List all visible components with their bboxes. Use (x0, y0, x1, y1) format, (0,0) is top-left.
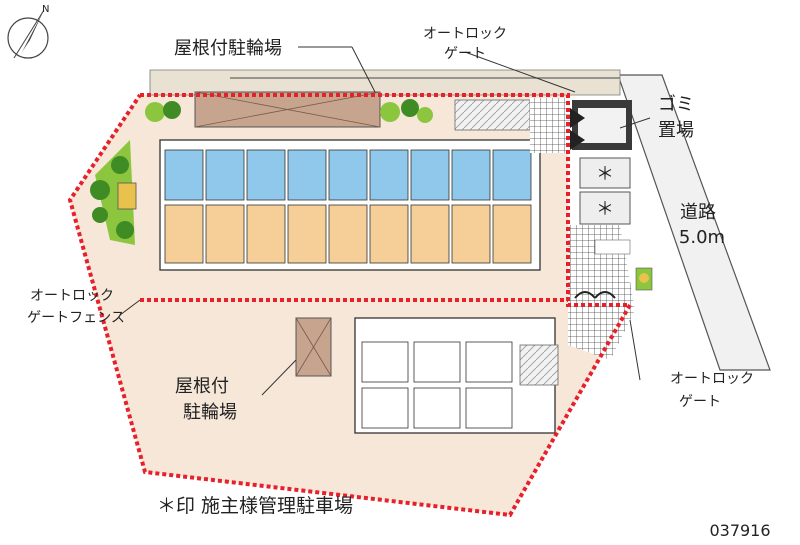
label-autolock-gate-top-1: オートロック (423, 26, 507, 42)
annex-unit-lower (465, 387, 513, 429)
unit-bath (164, 149, 204, 201)
unit-room (410, 204, 450, 264)
unit-bath (246, 149, 286, 201)
parking-space-1 (579, 157, 631, 189)
north-strip (149, 69, 621, 96)
label-roof-bike-top: 屋根付駐輪場 (174, 38, 282, 59)
parking-asterisk-icon: ＊ (596, 164, 614, 185)
annex-building-units (361, 341, 513, 429)
annex-unit-upper (465, 341, 513, 383)
unit-room (164, 204, 204, 264)
label-fence-2: ゲートフェンス (27, 310, 125, 326)
main-building-units (164, 149, 532, 264)
road (617, 74, 771, 371)
unit-bath (451, 149, 491, 201)
annex-unit-upper (413, 341, 461, 383)
parking-asterisk-icon: ＊ (596, 199, 614, 220)
label-garbage-1: ゴミ (658, 94, 694, 115)
annex-unit-upper (361, 341, 409, 383)
svg-text:N: N (42, 4, 49, 15)
unit-room (369, 204, 409, 264)
leader-lines (119, 46, 651, 396)
parking-space-2 (579, 191, 631, 225)
annex-unit-lower (413, 387, 461, 429)
label-autolock-gate-right-2: ゲート (679, 394, 721, 410)
unit-room (287, 204, 327, 264)
unit-room (492, 204, 532, 264)
unit-room (205, 204, 245, 264)
label-autolock-gate-top-2: ゲート (444, 46, 486, 62)
unit-room (451, 204, 491, 264)
gate-icon (574, 291, 616, 299)
unit-bath (410, 149, 450, 201)
unit-bath (369, 149, 409, 201)
label-roof-bike-bottom-2: 駐輪場 (183, 402, 237, 423)
property-code: 037916 (709, 521, 770, 540)
unit-bath (287, 149, 327, 201)
label-road-2: 5.0m (679, 227, 725, 248)
unit-bath (492, 149, 532, 201)
compass-icon: N (7, 4, 49, 59)
unit-room (246, 204, 286, 264)
tree-row-left (90, 140, 135, 245)
unit-room (328, 204, 368, 264)
tree-row-top (145, 99, 433, 123)
gate-icon (570, 108, 585, 150)
garbage-area-grid (530, 98, 570, 153)
label-autolock-gate-right-1: オートロック (670, 371, 754, 387)
label-fence-1: オートロック (30, 288, 114, 304)
unit-bath (205, 149, 245, 201)
bench-icon (117, 182, 137, 210)
legend-text: ＊印 施主様管理駐車場 (157, 495, 353, 517)
label-roof-bike-bottom-1: 屋根付 (175, 376, 229, 397)
autolock-fence-boundary (67, 93, 634, 518)
label-road-1: 道路 (680, 202, 716, 223)
label-garbage-2: 置場 (658, 120, 694, 141)
unit-bath (328, 149, 368, 201)
annex-unit-lower (361, 387, 409, 429)
